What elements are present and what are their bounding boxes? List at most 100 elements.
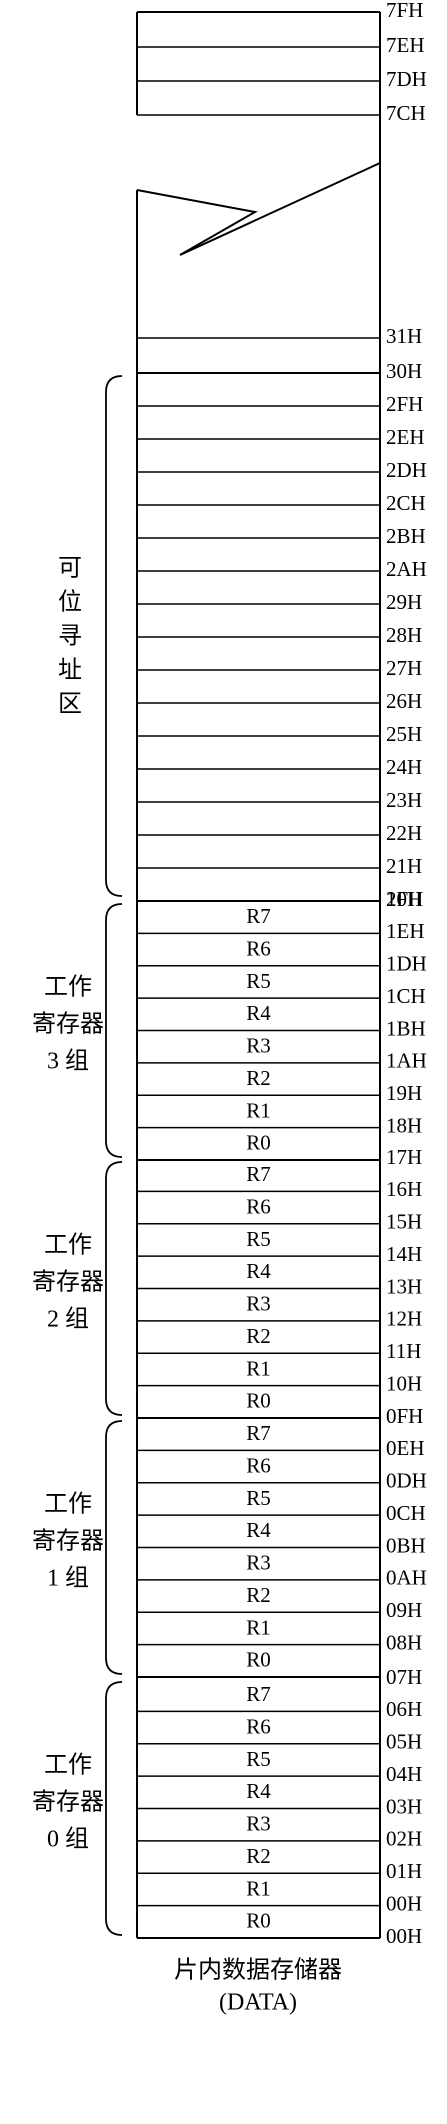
- address-label: 29H: [386, 590, 422, 614]
- address-label: 17H: [386, 1145, 422, 1169]
- address-label: 20H: [386, 887, 422, 911]
- bit-area-label: 可: [58, 556, 82, 582]
- address-label: 1DH: [386, 952, 427, 976]
- register-label: R7: [246, 1682, 271, 1706]
- register-label: R4: [246, 1779, 271, 1803]
- address-label: 0CH: [386, 1501, 426, 1525]
- address-label: 08H: [386, 1630, 422, 1654]
- address-label: 7FH: [386, 0, 423, 22]
- register-label: R1: [246, 1615, 271, 1639]
- break-zigzag-lower: [136, 162, 381, 256]
- address-label: 07H: [386, 1665, 422, 1689]
- address-label: 30H: [386, 359, 422, 383]
- bit-area-label: 址: [58, 657, 82, 684]
- register-label: R0: [246, 1389, 271, 1413]
- caption-subtitle: (DATA): [219, 1990, 297, 2016]
- register-label: R1: [246, 1876, 271, 1900]
- register-label: R5: [246, 969, 271, 993]
- register-label: R2: [246, 1066, 271, 1090]
- register-label: R1: [246, 1356, 271, 1380]
- address-label: 7DH: [386, 67, 427, 91]
- address-label: 1FH: [386, 887, 423, 911]
- address-label: 22H: [386, 821, 422, 845]
- address-label: 2DH: [386, 458, 427, 482]
- bank-label: 寄存器: [32, 1789, 104, 1816]
- address-label: 00H: [386, 1924, 422, 1948]
- address-label: 2EH: [386, 425, 425, 449]
- bank-label: 工作: [44, 974, 92, 1001]
- address-label: 7CH: [386, 101, 426, 125]
- address-label: 23H: [386, 788, 422, 812]
- bank-bracket: [105, 1161, 123, 1416]
- address-label: 10H: [386, 1371, 422, 1395]
- register-label: R5: [246, 1227, 271, 1251]
- bit-area-bracket: [105, 375, 123, 897]
- bank-label: 工作: [44, 1491, 92, 1518]
- address-label: 26H: [386, 689, 422, 713]
- address-label: 0AH: [386, 1566, 427, 1590]
- register-label: R4: [246, 1518, 271, 1542]
- register-label: R6: [246, 936, 271, 960]
- address-label: 0FH: [386, 1404, 423, 1428]
- register-label: R6: [246, 1714, 271, 1738]
- bank-label: 2 组: [47, 1306, 89, 1333]
- address-label: 13H: [386, 1274, 422, 1298]
- register-label: R5: [246, 1486, 271, 1510]
- register-label: R0: [246, 1909, 271, 1933]
- bit-area-label: 区: [58, 692, 82, 718]
- address-label: 15H: [386, 1210, 422, 1234]
- address-label: 18H: [386, 1113, 422, 1137]
- bank-label: 1 组: [47, 1565, 89, 1592]
- address-label: 06H: [386, 1697, 422, 1721]
- address-label: 14H: [386, 1242, 422, 1266]
- bank-bracket: [105, 1420, 123, 1675]
- bank-label: 寄存器: [32, 1528, 104, 1555]
- register-label: R6: [246, 1453, 271, 1477]
- address-label: 1CH: [386, 984, 426, 1008]
- address-label: 1BH: [386, 1016, 426, 1040]
- address-label: 11H: [386, 1339, 421, 1363]
- address-label: 25H: [386, 722, 422, 746]
- bit-area-label: 寻: [58, 624, 82, 650]
- address-label: 27H: [386, 656, 422, 680]
- address-label: 03H: [386, 1794, 422, 1818]
- bank-label: 寄存器: [32, 1269, 104, 1296]
- register-label: R6: [246, 1194, 271, 1218]
- address-label: 2BH: [386, 524, 426, 548]
- address-label: 1EH: [386, 919, 425, 943]
- address-label: 1AH: [386, 1049, 427, 1073]
- register-label: R0: [246, 1131, 271, 1155]
- address-label: 05H: [386, 1730, 422, 1754]
- register-label: R4: [246, 1001, 271, 1025]
- address-label: 7EH: [386, 33, 425, 57]
- address-label: 01H: [386, 1859, 422, 1883]
- address-label: 09H: [386, 1598, 422, 1622]
- address-label: 2AH: [386, 557, 427, 581]
- address-label: 28H: [386, 623, 422, 647]
- address-label: 19H: [386, 1081, 422, 1105]
- address-label: 31H: [386, 324, 422, 348]
- bank-label: 工作: [44, 1752, 92, 1779]
- register-label: R7: [246, 1162, 271, 1186]
- bank-label: 0 组: [47, 1826, 89, 1853]
- register-label: R5: [246, 1747, 271, 1771]
- register-label: R2: [246, 1844, 271, 1868]
- bank-label: 工作: [44, 1232, 92, 1259]
- address-label: 12H: [386, 1307, 422, 1331]
- register-label: R7: [246, 904, 271, 928]
- register-label: R3: [246, 1034, 271, 1058]
- address-label: 00H: [386, 1891, 422, 1915]
- address-label: 21H: [386, 854, 422, 878]
- address-label: 0DH: [386, 1469, 427, 1493]
- caption-title: 片内数据存储器: [174, 1957, 342, 1984]
- register-label: R3: [246, 1551, 271, 1575]
- bank-label: 3 组: [47, 1048, 89, 1075]
- address-label: 04H: [386, 1762, 422, 1786]
- register-label: R1: [246, 1098, 271, 1122]
- bank-bracket: [105, 903, 123, 1158]
- register-label: R4: [246, 1259, 271, 1283]
- bank-bracket: [105, 1681, 123, 1936]
- address-label: 16H: [386, 1177, 422, 1201]
- register-label: R2: [246, 1583, 271, 1607]
